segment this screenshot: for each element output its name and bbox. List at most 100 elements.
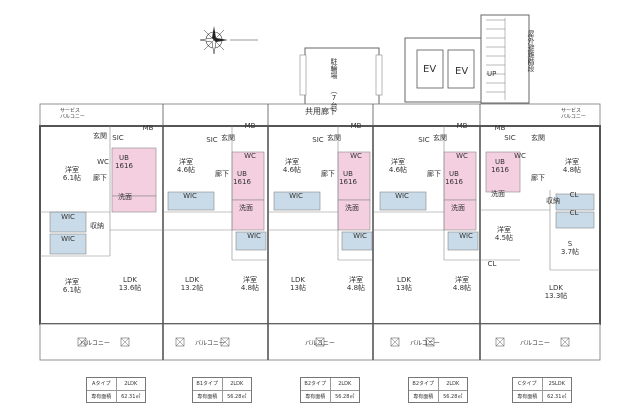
legend-layout: 2LDK [338,381,352,387]
room-label: 収納 [90,222,104,230]
room-zone [337,199,371,231]
room-label: 洋室 4.6帖 [388,158,408,174]
room-label: 洋室 4.8帖 [452,276,472,292]
legend-area-label: 専有面積 [193,391,223,403]
room-label: 収納 [546,197,560,205]
room-label: 廊下 [531,174,545,182]
legend-type-suffix: タイプ [521,381,537,387]
bike-parking-label: 駐輪場 （7台） [330,58,338,116]
outdoor-stairs-label: 屋外避難階段 [527,30,535,72]
legend-area: 56.28㎡ [227,394,247,400]
up-label: UP [487,70,497,78]
room-label: 洋室 4.6帖 [282,158,302,174]
room-label: MB [350,122,362,130]
room-label: MB [456,122,468,130]
room-label: WC [456,152,468,160]
room-zone [341,231,373,251]
room-label: 玄関 [433,134,447,142]
room-label: 洋室 4.8帖 [240,276,260,292]
room-label: 廊下 [215,170,229,178]
ev-label-2: EV [455,66,469,77]
balcony-label: バルコニー [410,340,440,347]
room-label: 洗面 [491,190,505,198]
room-label: WC [514,152,526,160]
legend-type: C [517,381,522,387]
room-label: LDK 13.6帖 [118,276,142,292]
room-label: LDK 13.3帖 [544,284,568,300]
legend-type-suffix: タイプ [311,381,327,387]
room-label: MB [244,122,256,130]
room-label: LDK 13帖 [290,276,306,292]
room-label: SIC [418,136,430,144]
room-zone [337,151,371,201]
corridor-label: 共用廊下 [305,107,337,116]
room-zone [555,211,595,229]
legend-area: 56.28㎡ [443,394,463,400]
service-balcony-right: サービス バルコニー [561,108,586,120]
balcony-label: バルコニー [195,340,225,347]
legend-layout: 2SLDK [548,381,565,387]
room-label: WIC [61,213,75,221]
room-zone [379,191,427,211]
room-label: WIC [61,235,75,243]
legend-layout: 2LDK [446,381,460,387]
legend-type-suffix: タイプ [95,381,111,387]
legend-type-suffix: タイプ [419,381,435,387]
room-label: 廊下 [93,174,107,182]
room-zone [231,199,265,231]
legend-layout: 2LDK [230,381,244,387]
room-label: 洋室 4.8帖 [562,158,582,174]
legend-type-suffix: タイプ [203,381,219,387]
room-label: CL [569,191,579,199]
room-label: UB 1616 [115,154,133,170]
room-zone [49,233,87,255]
room-label: 玄関 [93,132,107,140]
room-label: UB 1616 [233,170,251,186]
room-label: SIC [504,134,516,142]
legend-area-label: 専有面積 [409,391,439,403]
room-label: WIC [459,232,473,240]
legend-type: B2 [304,381,312,387]
room-label: MB [142,124,154,132]
room-label: 洗面 [118,193,132,201]
outdoor-stairs [480,14,530,104]
room-label: WIC [395,192,409,200]
room-zone [231,151,265,201]
service-balcony-left: サービス バルコニー [60,108,85,120]
room-label: WIC [247,232,261,240]
room-label: WIC [183,192,197,200]
room-zone [447,231,479,251]
room-label: MB [494,124,506,132]
room-label: 玄関 [531,134,545,142]
legend-type: B2 [412,381,420,387]
legend-type: B1 [196,381,204,387]
room-label: 玄関 [327,134,341,142]
room-label: LDK 13帖 [396,276,412,292]
room-label: 玄関 [221,134,235,142]
room-label: 洗面 [239,204,253,212]
room-zone [555,193,595,211]
room-label: 洋室 6.1帖 [62,166,82,182]
balcony-label: バルコニー [305,340,335,347]
legend-area: 62.31㎡ [547,394,567,400]
room-label: 洋室 4.5帖 [494,226,514,242]
room-label: 洗面 [451,204,465,212]
ev-label-1: EV [423,64,437,75]
room-label: CL [487,260,497,268]
room-label: WC [97,158,109,166]
room-label: WC [350,152,362,160]
legend-layout: 2LDK [124,381,138,387]
room-label: 洗面 [345,204,359,212]
legend-type: A [92,381,96,387]
balcony-label: バルコニー [80,340,110,347]
room-label: 洋室 6.1帖 [62,278,82,294]
bike-parking [304,47,380,107]
compass-icon [199,26,258,55]
legend-area: 62.31㎡ [121,394,141,400]
room-zone [485,151,521,193]
